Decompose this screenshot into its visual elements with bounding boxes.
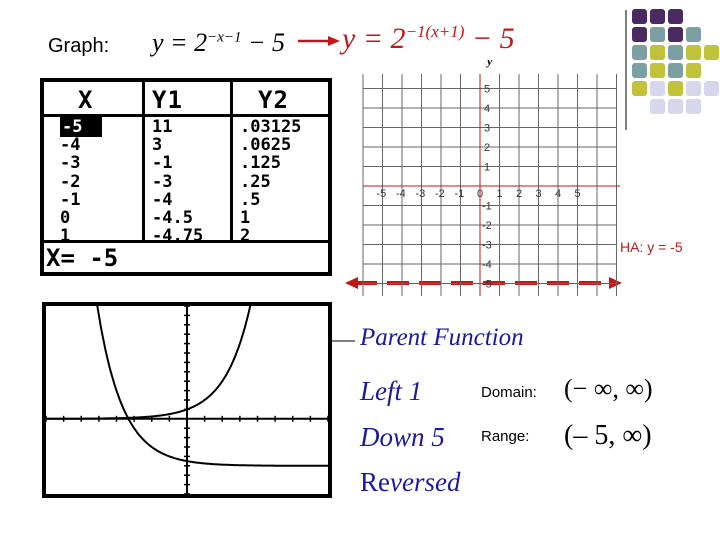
x-tick-label: 0 (477, 188, 483, 200)
decor-dot (650, 63, 665, 78)
decor-dot (650, 81, 665, 96)
x-tick-label: -1 (455, 188, 465, 200)
decor-dot (632, 27, 647, 42)
decor-dot (632, 45, 647, 60)
y-tick-label: -5 (482, 279, 492, 291)
y2-column: .03125 .0625 .125 .25 .5 1 2 (240, 117, 302, 247)
y-tick-label: -4 (482, 259, 492, 271)
calculator-table-screen: X Y1 Y2 -5 -4 -3 -2 -1 0 1 11 3 -1 -3 -4… (44, 82, 328, 272)
graph-label: Graph: (48, 35, 110, 57)
decor-dot (632, 9, 647, 24)
calculator-table: X Y1 Y2 -5 -4 -3 -2 -1 0 1 11 3 -1 -3 -4… (40, 78, 332, 276)
x-tick-label: 5 (575, 188, 581, 200)
decor-dot (686, 81, 701, 96)
footer-divider (44, 240, 328, 243)
y-tick-label: 2 (484, 142, 490, 154)
x-tick-label: 1 (497, 188, 503, 200)
equation-arrow (298, 36, 340, 46)
range-value: (– 5, ∞) (564, 420, 652, 451)
shift-left-label: Left 1 (360, 376, 423, 406)
x-tick-label: -3 (416, 188, 426, 200)
table-footer: X= -5 (46, 244, 119, 272)
x-tick-label: 2 (516, 188, 522, 200)
decor-dot (650, 27, 665, 42)
selected-cell: -5 (60, 117, 103, 137)
decor-dot (686, 63, 701, 78)
shift-down-label: Down 5 (360, 422, 445, 452)
column-divider (230, 82, 233, 240)
parent-function-label: Parent Function (360, 324, 524, 351)
decor-dot (668, 9, 683, 24)
y-tick-label: -3 (482, 240, 492, 252)
transformed-equation-base: y = 2 (342, 22, 406, 55)
y1-column: 11 3 -1 -3 -4 -4.5 -4.75 (152, 117, 204, 247)
original-equation-base: y = 2 (152, 28, 208, 57)
column-header-y2: Y2 (258, 86, 289, 114)
decor-dot (650, 99, 665, 114)
transformed-equation-tail: − 5 (464, 22, 515, 55)
reversed-label: Reversed (360, 467, 460, 498)
header-divider (44, 114, 328, 117)
domain-value: (− ∞, ∞) (564, 374, 653, 403)
decor-dot (668, 99, 683, 114)
parent-curve (46, 306, 252, 420)
reversed-prefix: Re (360, 467, 390, 497)
y-axis-label: y (485, 60, 493, 68)
x-tick-label: 4 (555, 188, 561, 200)
y-tick-label: 4 (484, 103, 490, 115)
decor-dot (686, 27, 701, 42)
transformed-equation-exponent: −1(x+1) (405, 22, 465, 41)
decor-dot (650, 45, 665, 60)
decor-dot (668, 63, 683, 78)
original-equation-tail: − 5 (241, 28, 286, 57)
calculator-graph-screen (46, 306, 328, 494)
column-header-x: X (78, 86, 94, 114)
x-tick-label: -5 (377, 188, 387, 200)
decor-dot (650, 9, 665, 24)
transformed-curve (96, 306, 328, 467)
decor-dot (686, 99, 701, 114)
y-tick-label: 3 (484, 123, 490, 135)
decor-dot (632, 63, 647, 78)
column-divider (142, 82, 145, 240)
x-tick-label: -2 (435, 188, 445, 200)
range-label: Range: (481, 428, 530, 445)
decor-dot (704, 45, 719, 60)
y-tick-label: -1 (482, 201, 492, 213)
x-column: -5 -4 -3 -2 -1 0 1 (60, 117, 103, 247)
decor-dot (668, 81, 683, 96)
x-values: -4 -3 -2 -1 0 1 (60, 135, 81, 247)
original-equation-exponent: −x−1 (207, 29, 242, 46)
y-tick-label: 5 (484, 84, 490, 96)
decor-dot (686, 45, 701, 60)
y-tick-label: -2 (482, 220, 492, 232)
decor-dot (632, 81, 647, 96)
decor-dot (668, 27, 683, 42)
x-tick-label: 3 (536, 188, 542, 200)
column-header-y1: Y1 (152, 86, 183, 114)
y-tick-label: 1 (484, 162, 490, 174)
horizontal-asymptote-label: HA: y = -5 (620, 239, 683, 255)
transformed-equation: y = 2−1(x+1) − 5 (342, 22, 515, 56)
x-tick-label: -4 (396, 188, 406, 200)
decor-dot (668, 45, 683, 60)
domain-label: Domain: (481, 384, 537, 401)
reversed-suffix: versed (390, 467, 461, 497)
calculator-graph (42, 302, 332, 498)
decor-dot (704, 81, 719, 96)
original-equation: y = 2−x−1 − 5 (152, 28, 285, 58)
